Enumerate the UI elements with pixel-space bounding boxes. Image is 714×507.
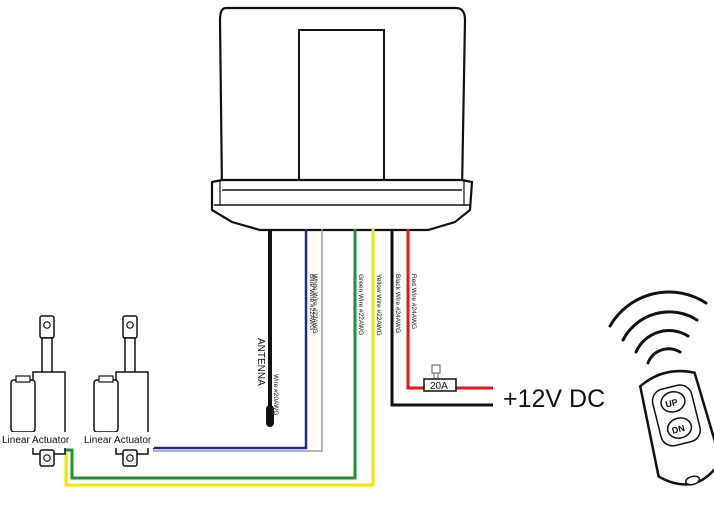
white-wire-label: White Wire #22AWG bbox=[311, 274, 318, 334]
black-wire-label: Black Wire #24AWG bbox=[394, 274, 401, 333]
black-wire bbox=[390, 229, 493, 407]
fuse-label: 20A bbox=[430, 381, 448, 392]
yellow-wire bbox=[64, 229, 375, 487]
remote-up-label: UP bbox=[664, 397, 679, 410]
remote-down-button bbox=[666, 417, 693, 439]
antenna: Wire #20AWG ANTENNA bbox=[255, 229, 279, 427]
antenna-wire-spec: Wire #20AWG bbox=[272, 374, 279, 415]
fuse: 20A bbox=[423, 364, 457, 392]
remote-keyring-hole bbox=[684, 475, 701, 486]
controller-label-window bbox=[298, 29, 385, 183]
red-wire-label: Red Wire #24AWG bbox=[410, 274, 417, 329]
power-label: +12V DC bbox=[503, 385, 605, 413]
blue-wire-label: Blue Wire #22AWG bbox=[308, 274, 315, 330]
antenna-label: ANTENNA bbox=[255, 338, 266, 386]
remote-down-label: DN bbox=[671, 423, 686, 436]
signal-waves-icon bbox=[608, 290, 708, 365]
linear-actuator-1: Linear Actuator bbox=[2, 315, 72, 467]
green-wire bbox=[62, 229, 357, 480]
linear-actuator-2: Linear Actuator bbox=[84, 315, 154, 467]
white-wire bbox=[153, 229, 323, 452]
remote-up-button bbox=[660, 390, 686, 413]
green-wire-label: Green Wire #22AWG bbox=[357, 274, 364, 335]
linear-actuator-1-label: Linear Actuator bbox=[2, 435, 70, 446]
blue-wire bbox=[153, 229, 308, 450]
yellow-wire-label: Yellow Wire #22AWG bbox=[375, 274, 382, 336]
linear-actuator-2-label: Linear Actuator bbox=[84, 435, 152, 446]
red-wire bbox=[406, 229, 493, 390]
remote-control: UP DN bbox=[638, 369, 714, 486]
controller-box bbox=[210, 6, 474, 232]
